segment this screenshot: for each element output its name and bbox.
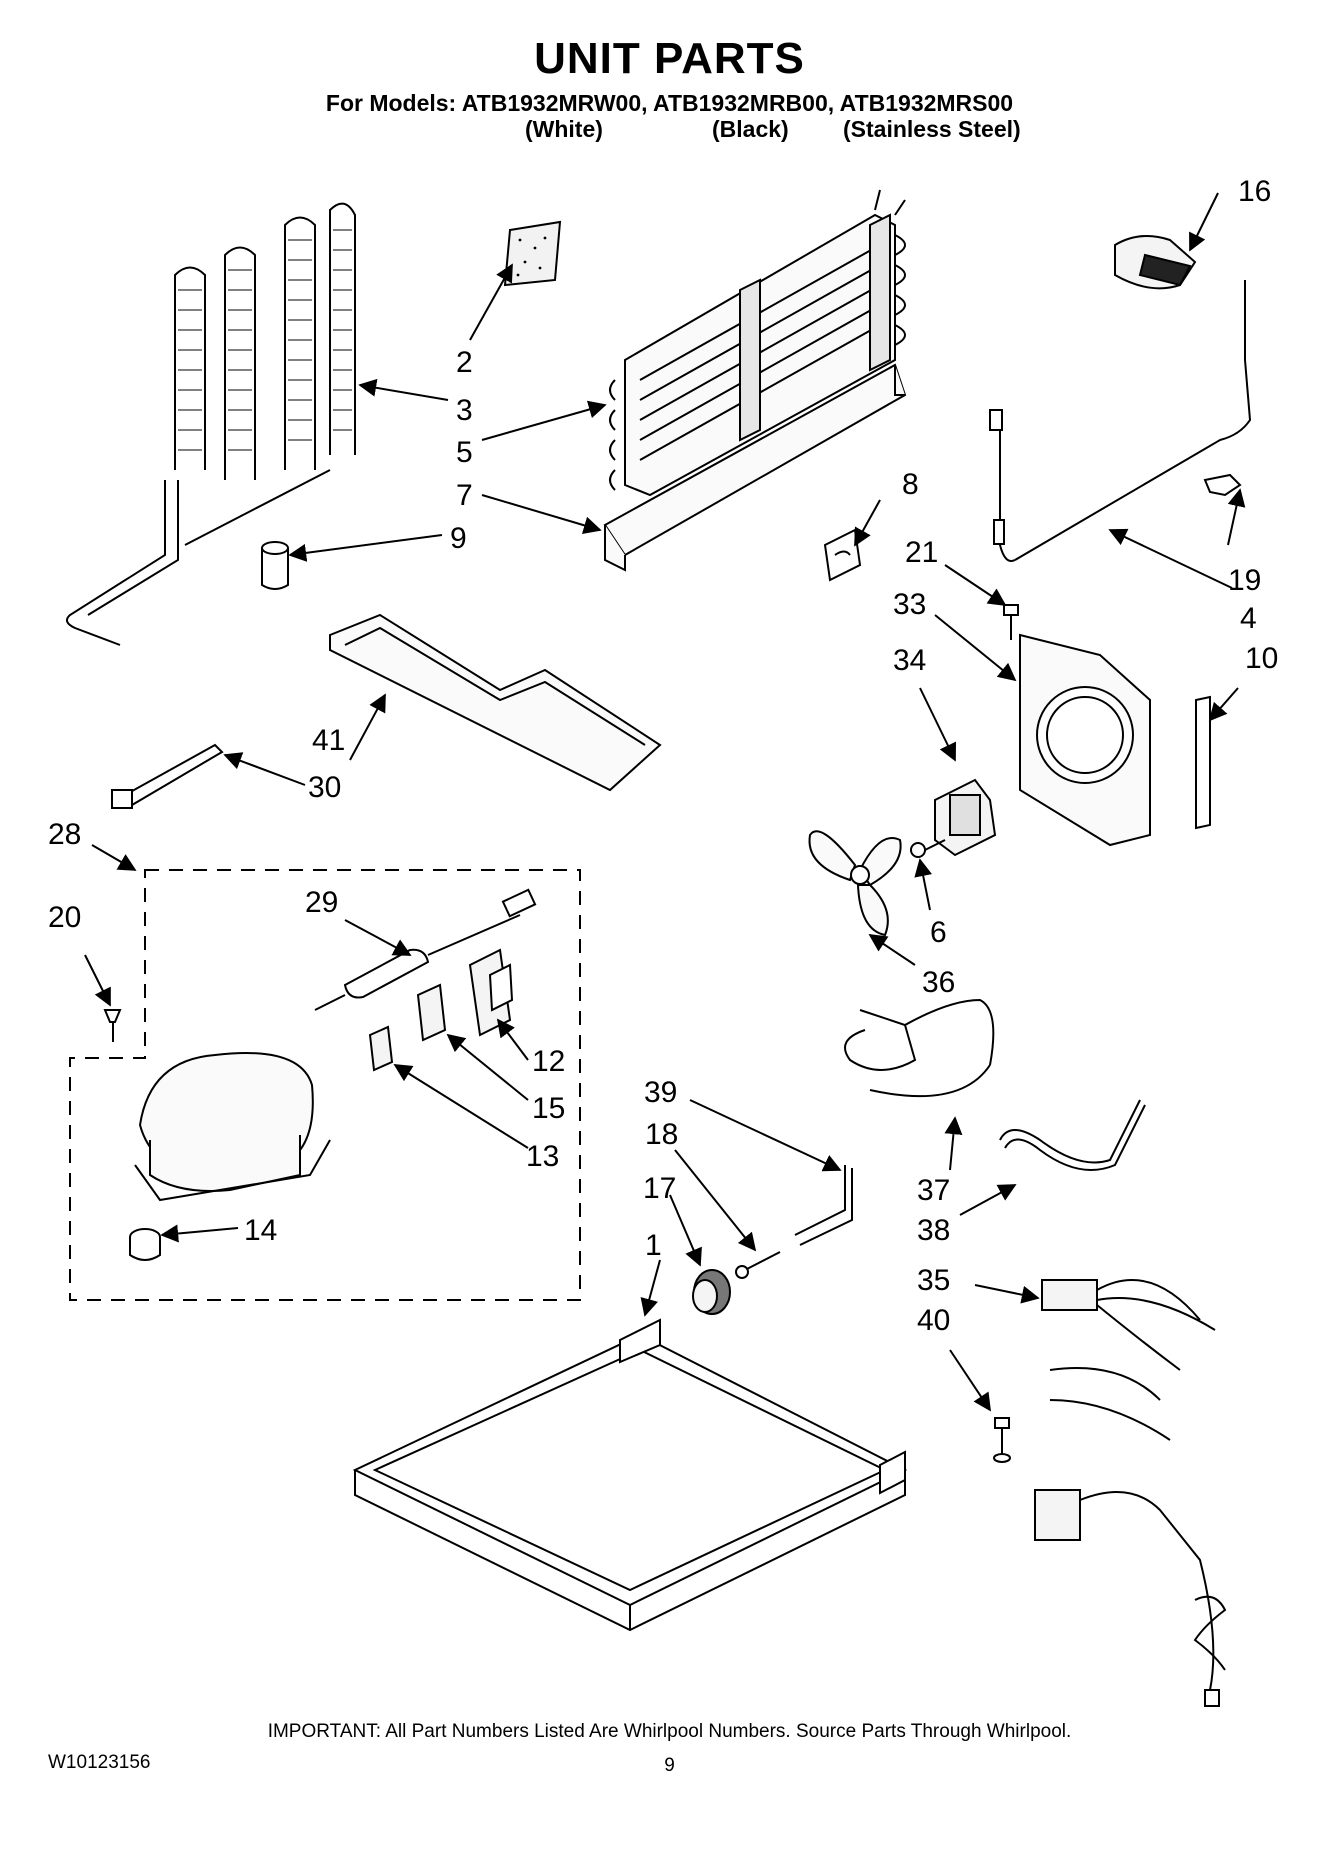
variant-black: (Black) [712, 116, 789, 142]
cap [1114, 235, 1197, 290]
drain-hose [844, 998, 995, 1098]
callout-41: 41 [312, 724, 345, 757]
overload [368, 1025, 394, 1072]
callout-3: 3 [456, 394, 473, 427]
overload-wire [314, 888, 537, 1011]
document-number: W10123156 [48, 1752, 151, 1773]
callout-20: 20 [48, 901, 81, 934]
callout-8: 8 [902, 468, 919, 501]
callout-19: 19 [1228, 564, 1261, 597]
bolt [735, 1251, 781, 1279]
assembly-28-outline [69, 869, 581, 1301]
callout-lines [84, 192, 1246, 1412]
thermistor-harness [989, 280, 1252, 562]
callout-2: 2 [456, 346, 473, 379]
screw-40 [993, 1417, 1011, 1463]
callout-18: 18 [645, 1118, 678, 1151]
models-line: For Models: ATB1932MRW00, ATB1932MRB00, … [325, 90, 1014, 116]
page-number: 9 [664, 1755, 675, 1776]
callout-40: 40 [917, 1304, 950, 1337]
callout-28: 28 [48, 818, 81, 851]
pad [503, 220, 562, 287]
callout-29: 29 [305, 886, 338, 919]
callout-13: 13 [526, 1140, 559, 1173]
relay [416, 983, 447, 1042]
callout-33: 33 [893, 588, 926, 621]
fan-blade [808, 830, 902, 937]
clip [1203, 473, 1242, 497]
wheel [692, 1269, 731, 1315]
grommet [129, 1228, 161, 1261]
callout-36: 36 [922, 966, 955, 999]
callout-17: 17 [643, 1172, 676, 1205]
callout-15: 15 [532, 1092, 565, 1125]
screw-21 [1003, 604, 1019, 640]
callout-1: 1 [645, 1229, 662, 1262]
variant-white: (White) [525, 116, 603, 142]
callout-7: 7 [456, 479, 473, 512]
callout-12: 12 [532, 1045, 565, 1078]
callout-5: 5 [456, 436, 473, 469]
callout-9: 9 [450, 522, 467, 555]
wiring-harness [1034, 1279, 1227, 1707]
callout-4: 4 [1240, 602, 1257, 635]
base-frame [352, 1318, 908, 1632]
bracket [823, 528, 862, 582]
callout-37: 37 [917, 1174, 950, 1207]
callout-38: 38 [917, 1214, 950, 1247]
callout-labels: 2 3 5 7 8 9 16 19 4 21 33 34 10 6 36 41 … [48, 175, 1278, 1337]
water-line [999, 1099, 1146, 1171]
callout-39: 39 [644, 1076, 677, 1109]
compressor [134, 1052, 331, 1202]
callout-34: 34 [893, 644, 926, 677]
drain-pan [329, 613, 662, 792]
capacitor [261, 541, 289, 590]
callout-10: 10 [1245, 642, 1278, 675]
fan-motor [934, 778, 997, 857]
condenser-coil [65, 202, 356, 646]
footer-note: IMPORTANT: All Part Numbers Listed Are W… [267, 1721, 1072, 1742]
fan-shroud [1019, 633, 1151, 847]
drain-trough [603, 363, 907, 572]
callout-6: 6 [930, 916, 947, 949]
tube [794, 1165, 853, 1246]
screw-20 [103, 1009, 122, 1042]
callout-30: 30 [308, 771, 341, 804]
strip [1195, 695, 1211, 830]
cable-tie [111, 743, 224, 809]
callout-35: 35 [917, 1264, 950, 1297]
page-title: UNIT PARTS [534, 34, 805, 83]
screw-6 [910, 839, 946, 858]
callout-14: 14 [244, 1214, 277, 1247]
callout-16: 16 [1238, 175, 1271, 208]
relay-cover [468, 948, 514, 1037]
variant-stainless: (Stainless Steel) [843, 116, 1021, 142]
evaporator [609, 189, 906, 497]
callout-21: 21 [905, 536, 938, 569]
